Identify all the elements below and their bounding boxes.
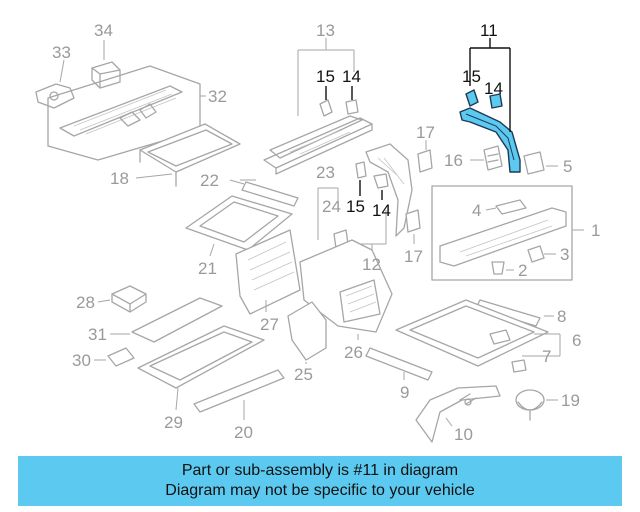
- callout-17-b: 17: [404, 247, 423, 266]
- part-19-jack: [515, 389, 558, 421]
- callout-14-b: 14: [372, 201, 391, 220]
- callout-21: 21: [198, 259, 217, 278]
- part-33-bracket: [35, 59, 75, 109]
- callout-34: 34: [94, 21, 113, 40]
- part-7-clip: [511, 359, 527, 373]
- callout-3: 3: [560, 245, 569, 264]
- part-34-clip: [91, 40, 121, 89]
- parts-diagram: 1 2 3 4 5 6 7 8 9 10 11 12 13 14 15 14 1…: [35, 21, 600, 444]
- part-20-long-trim: [193, 369, 285, 420]
- info-banner: Part or sub-assembly is #11 in diagram D…: [18, 456, 622, 506]
- callout-32: 32: [208, 87, 227, 106]
- callout-9: 9: [400, 383, 409, 402]
- callout-25: 25: [294, 365, 313, 384]
- callout-12: 12: [362, 255, 381, 274]
- clips-13-group: [319, 86, 359, 117]
- part-18-cargo-tray: [135, 123, 241, 187]
- callout-29: 29: [164, 413, 183, 432]
- part-16-trim-panel: [470, 145, 503, 171]
- callout-30: 30: [72, 351, 91, 370]
- part-29-floor-panel: [137, 325, 265, 411]
- callout-14-a: 14: [342, 67, 361, 86]
- callout-5: 5: [563, 157, 572, 176]
- part-27-side-trim: [235, 229, 301, 315]
- callout-16: 16: [444, 151, 463, 170]
- part-5-cover: [523, 151, 558, 175]
- callout-15-a: 15: [316, 67, 335, 86]
- callout-6: 6: [572, 331, 581, 350]
- callout-15-c: 15: [462, 67, 481, 86]
- callout-13: 13: [316, 21, 335, 40]
- callout-23: 23: [316, 163, 335, 182]
- part-26-side-trim: [299, 239, 393, 340]
- part-21-luggage-mat: [185, 195, 293, 257]
- callout-4: 4: [472, 201, 481, 220]
- callout-15-b: 15: [346, 197, 365, 216]
- part-17-lower-clip: [405, 209, 421, 244]
- part-2-fastener: [491, 261, 514, 275]
- callout-18: 18: [110, 169, 129, 188]
- callout-labels: 1 2 3 4 5 6 7 8 9 10 11 12 13 14 15 14 1…: [52, 21, 600, 444]
- part-25-panel: [287, 301, 327, 364]
- banner-line-part: Part or sub-assembly is #11 in diagram: [181, 462, 459, 479]
- callout-17-a: 17: [416, 123, 435, 142]
- callout-7: 7: [542, 347, 551, 366]
- part-6-cargo-floor: [395, 299, 561, 367]
- part-12-quarter-trim: [355, 143, 413, 254]
- part-10-wheel-housing: [415, 385, 501, 443]
- part-13-sill-plate: [263, 38, 373, 175]
- part-3-clip: [527, 245, 556, 263]
- part-28-box: [97, 285, 147, 313]
- callout-33: 33: [52, 43, 71, 62]
- callout-8: 8: [557, 307, 566, 326]
- callout-22: 22: [200, 171, 219, 190]
- callout-11: 11: [480, 21, 498, 40]
- part-9-sill-strip: [365, 347, 433, 381]
- callout-10: 10: [454, 425, 473, 444]
- part-31-board: [110, 297, 223, 343]
- part-22-strip: [229, 179, 299, 207]
- part-11-highlighted-trim: [459, 38, 521, 173]
- callout-26: 26: [344, 343, 363, 362]
- callout-19: 19: [561, 391, 580, 410]
- banner-line-disclaimer: Diagram may not be specific to your vehi…: [165, 482, 475, 499]
- callout-2: 2: [518, 261, 527, 280]
- callout-28: 28: [76, 293, 95, 312]
- callout-1: 1: [591, 221, 600, 240]
- part-32-tonneau-cover: [47, 65, 206, 161]
- callout-31: 31: [88, 325, 107, 344]
- part-17-upper-clip: [417, 140, 433, 173]
- part-30-cap: [94, 347, 135, 367]
- callout-27: 27: [260, 315, 279, 334]
- callout-24: 24: [322, 197, 341, 216]
- part-1-rear-trim: [431, 185, 584, 281]
- callout-20: 20: [234, 423, 253, 442]
- callout-14-c: 14: [484, 79, 503, 98]
